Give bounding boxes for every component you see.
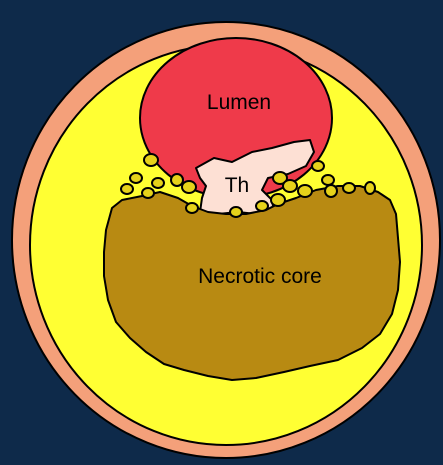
thrombus-label: Th [225,174,250,197]
calcification-nodule [298,185,312,197]
calcification-nodule [365,182,375,194]
calcification-nodule [121,184,133,194]
calcification-nodule [186,203,198,213]
necrotic-core-label: Necrotic core [198,265,322,288]
calcification-nodule [130,173,142,183]
calcification-nodule [142,188,154,198]
calcification-nodule [325,185,337,197]
calcification-nodule [283,180,297,192]
calcification-nodule [182,181,196,193]
calcification-nodule [230,207,242,217]
calcification-nodule [271,194,285,206]
calcification-nodule [171,174,183,186]
calcification-nodule [312,161,324,171]
calcification-nodule [322,175,334,185]
calcification-nodule [256,201,268,211]
calcification-nodule [343,183,355,193]
lumen-label: Lumen [207,91,271,114]
calcification-nodule [144,154,158,166]
calcification-nodule [152,178,164,188]
